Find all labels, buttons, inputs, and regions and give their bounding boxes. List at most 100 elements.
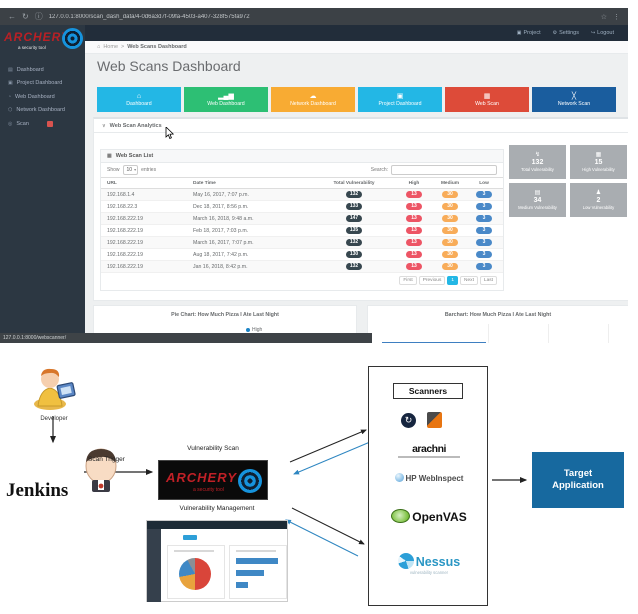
notification-badge: [46, 120, 53, 127]
arrow-archery-to-scanners-lower: [291, 507, 365, 545]
pie-chart-title: Pie Chart: How Much Pizza I Ate Last Nig…: [171, 312, 279, 318]
nav-settings[interactable]: ⚙Settings: [553, 30, 579, 36]
cloud-icon: ☁: [309, 92, 317, 100]
jenkins-icon: [85, 448, 117, 492]
row-url: 192.168.222.19: [107, 227, 144, 234]
arrow-scanners-to-archery-upper: [293, 441, 371, 475]
pagination-first[interactable]: First: [399, 276, 417, 285]
tile-dashboard[interactable]: ⌂Dashboard: [97, 87, 181, 112]
table-controls: Show 10 entries Search:: [101, 163, 503, 177]
grid-icon: ▦: [483, 92, 491, 100]
back-icon[interactable]: ←: [8, 11, 16, 21]
low-badge: 3: [476, 190, 492, 199]
total-badge: 130: [345, 250, 363, 259]
mini-pie-chart: [179, 558, 211, 590]
bookmark-star-icon[interactable]: ☆: [600, 13, 607, 21]
total-badge: 133: [345, 202, 363, 211]
row-date: Aug 18, 2017, 7:42 p.m.: [193, 251, 249, 258]
entries-select[interactable]: 10: [122, 165, 139, 175]
nessus-tagline: vulnerability scanner: [409, 570, 449, 575]
row-date: May 16, 2017, 7:07 p.m.: [193, 191, 249, 198]
high-badge: 13: [406, 250, 422, 259]
bolt-icon: ↯: [534, 152, 541, 158]
gridline: [488, 324, 489, 343]
summary-value: 132: [531, 159, 544, 166]
web-scan-list-title: Web Scan List: [115, 153, 154, 159]
target-line1: Target: [563, 467, 593, 479]
sidebar-item-network-dashboard[interactable]: ⬡Network Dashboard: [0, 104, 85, 118]
burp-suite-icon: [427, 412, 442, 428]
nav-logout[interactable]: ↪Logout: [591, 30, 614, 36]
archery-logo-title: ARCHERY: [166, 470, 238, 485]
sidebar-item-scan[interactable]: ◎Scan: [0, 117, 85, 131]
scan-trigger-label: Scan Trigger: [88, 456, 125, 463]
refresh-icon[interactable]: ↻: [22, 11, 29, 21]
jenkins-label: Jenkins: [6, 480, 69, 501]
openvas-wordmark: OpenVAS: [412, 510, 467, 524]
legend-label-high: High: [252, 327, 263, 333]
total-badge: 135: [345, 226, 363, 235]
mini-topbar: [147, 521, 287, 529]
column-header-date[interactable]: Date Time: [193, 180, 216, 186]
legend-dot-high: [246, 328, 250, 332]
nessus-spiral-icon: [397, 553, 414, 569]
web-scan-list-card: ▦ Web Scan List Show 10 entries Search:: [100, 149, 504, 291]
pagination: First Previous 1 Next Last: [101, 273, 503, 290]
row-url: 192.168.222.19: [107, 215, 144, 222]
column-header-total[interactable]: Total Vulnerability: [333, 180, 375, 186]
pagination-previous[interactable]: Previous: [418, 276, 446, 285]
scan-icon: ◎: [8, 120, 13, 127]
sidebar-item-project-dashboard[interactable]: ▣Project Dashboard: [0, 77, 85, 91]
target-icon: [62, 28, 83, 49]
row-url: 192.168.222.19: [107, 239, 144, 246]
summary-label: Total Vulnerability: [521, 167, 554, 172]
developer-node: Developer: [26, 366, 82, 422]
column-header-low[interactable]: Low: [479, 180, 489, 186]
tile-network-scan[interactable]: ╳Network Scan: [532, 87, 616, 112]
breadcrumb-home[interactable]: Home: [103, 44, 118, 50]
sidebar-item-dashboard[interactable]: ▤Dashboard: [0, 63, 85, 77]
mouse-cursor: [165, 127, 174, 139]
site-info-icon[interactable]: ⓘ: [34, 11, 43, 21]
entries-label: entries: [141, 167, 157, 173]
low-badge: 3: [476, 262, 492, 271]
column-header-medium[interactable]: Medium: [440, 180, 460, 186]
web-scan-list-header: ▦ Web Scan List: [101, 150, 503, 163]
nav-settings-label: Settings: [559, 30, 579, 36]
panel-header[interactable]: ∨ Web Scan Analytics: [94, 119, 628, 133]
pagination-last[interactable]: Last: [479, 276, 497, 285]
tile-project-dashboard[interactable]: ▣Project Dashboard: [358, 87, 442, 112]
tile-web-dashboard[interactable]: ▂▄▆Web Dashboard: [184, 87, 268, 112]
url-bar[interactable]: 127.0.0.1:8000/scan_dash_data/4-0d6a3d7f…: [48, 13, 250, 20]
sidebar-item-label: Dashboard: [16, 66, 44, 73]
summary-label: Low Vulnerability: [582, 205, 615, 210]
bar-chart-icon: ▂▄▆: [218, 92, 234, 100]
openvas-logo: OpenVAS: [369, 509, 489, 524]
low-badge: 3: [476, 226, 492, 235]
breadcrumb-separator: >: [121, 44, 125, 50]
search-input[interactable]: [391, 165, 497, 175]
tile-web-scan[interactable]: ▦Web Scan: [445, 87, 529, 112]
nav-project[interactable]: ▣Project: [517, 30, 541, 36]
hp-webinspect-wordmark: HP WebInspect: [405, 474, 464, 483]
tile-network-dashboard[interactable]: ☁Network Dashboard: [271, 87, 355, 112]
sidebar-item-web-dashboard[interactable]: ◔Web Dashboard: [0, 90, 85, 104]
developer-label: Developer: [40, 416, 68, 422]
column-header-url[interactable]: URL: [107, 180, 117, 186]
sphere-icon: [394, 473, 404, 482]
pagination-next[interactable]: Next: [460, 276, 478, 285]
pagination-page-1[interactable]: 1: [447, 276, 459, 285]
browser-menu-icon[interactable]: ⋮: [613, 13, 620, 21]
column-header-high[interactable]: High: [408, 180, 420, 186]
